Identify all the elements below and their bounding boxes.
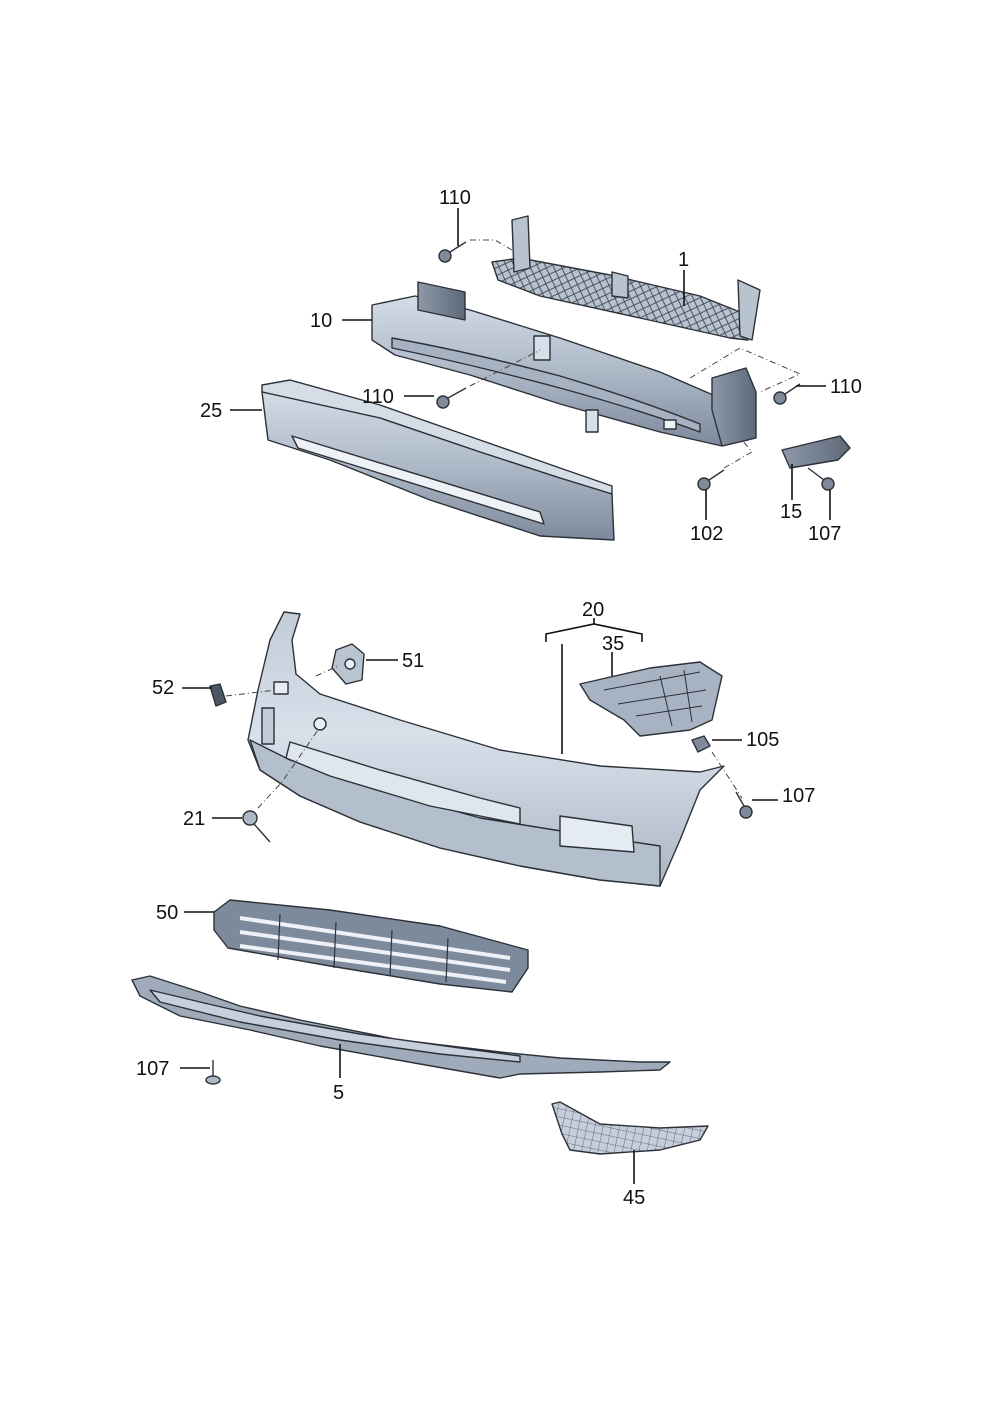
callout-21: 21	[183, 808, 205, 830]
callout-1: 1	[678, 249, 689, 271]
callout-107-low: 107	[136, 1058, 169, 1080]
callout-5: 5	[333, 1082, 344, 1104]
nut-105	[691, 735, 711, 753]
callout-105: 105	[746, 729, 779, 751]
screw-110-right	[773, 383, 801, 405]
part-35-guide-bracket	[579, 661, 723, 737]
callout-10: 10	[310, 310, 332, 332]
pin-21	[242, 810, 271, 843]
callout-15: 15	[780, 501, 802, 523]
part-20-bumper-cover	[247, 611, 725, 887]
callout-45: 45	[623, 1187, 645, 1209]
callout-107-top: 107	[808, 523, 841, 545]
callout-25: 25	[200, 400, 222, 422]
callout-20: 20	[582, 599, 604, 621]
callout-52: 52	[152, 677, 174, 699]
callout-102: 102	[690, 523, 723, 545]
screw-110-top	[438, 241, 467, 263]
screw-110-mid	[436, 387, 467, 409]
part-10-cross-member	[371, 281, 757, 447]
part-1-air-guide	[491, 215, 761, 341]
callout-labels: 110 1 10 110 110 25 102 15 107 20 35 51 …	[136, 187, 862, 1209]
part-45-side-grille	[551, 1101, 709, 1155]
screw-107-mid	[735, 791, 753, 819]
part-15-bracket	[781, 435, 851, 469]
callout-110-top: 110	[439, 187, 471, 209]
screw-107-top	[807, 467, 835, 491]
leader-lines	[180, 208, 831, 1184]
assembly-lines-lower	[225, 665, 743, 809]
screw-102	[697, 469, 725, 491]
screw-107-low	[205, 1060, 221, 1085]
assembly-lines-upper	[469, 239, 802, 469]
callout-35: 35	[602, 633, 624, 655]
part-5-spoiler	[131, 975, 671, 1079]
part-25-energy-absorber	[261, 379, 615, 541]
part-52-cap	[209, 683, 227, 707]
part-50-grille	[213, 899, 529, 993]
callout-110-mid: 110	[362, 386, 394, 408]
callout-107-mid: 107	[782, 785, 815, 807]
callout-110-right: 110	[830, 376, 862, 398]
callout-51: 51	[402, 650, 424, 672]
callout-50: 50	[156, 902, 178, 924]
part-51-cover	[331, 643, 365, 685]
